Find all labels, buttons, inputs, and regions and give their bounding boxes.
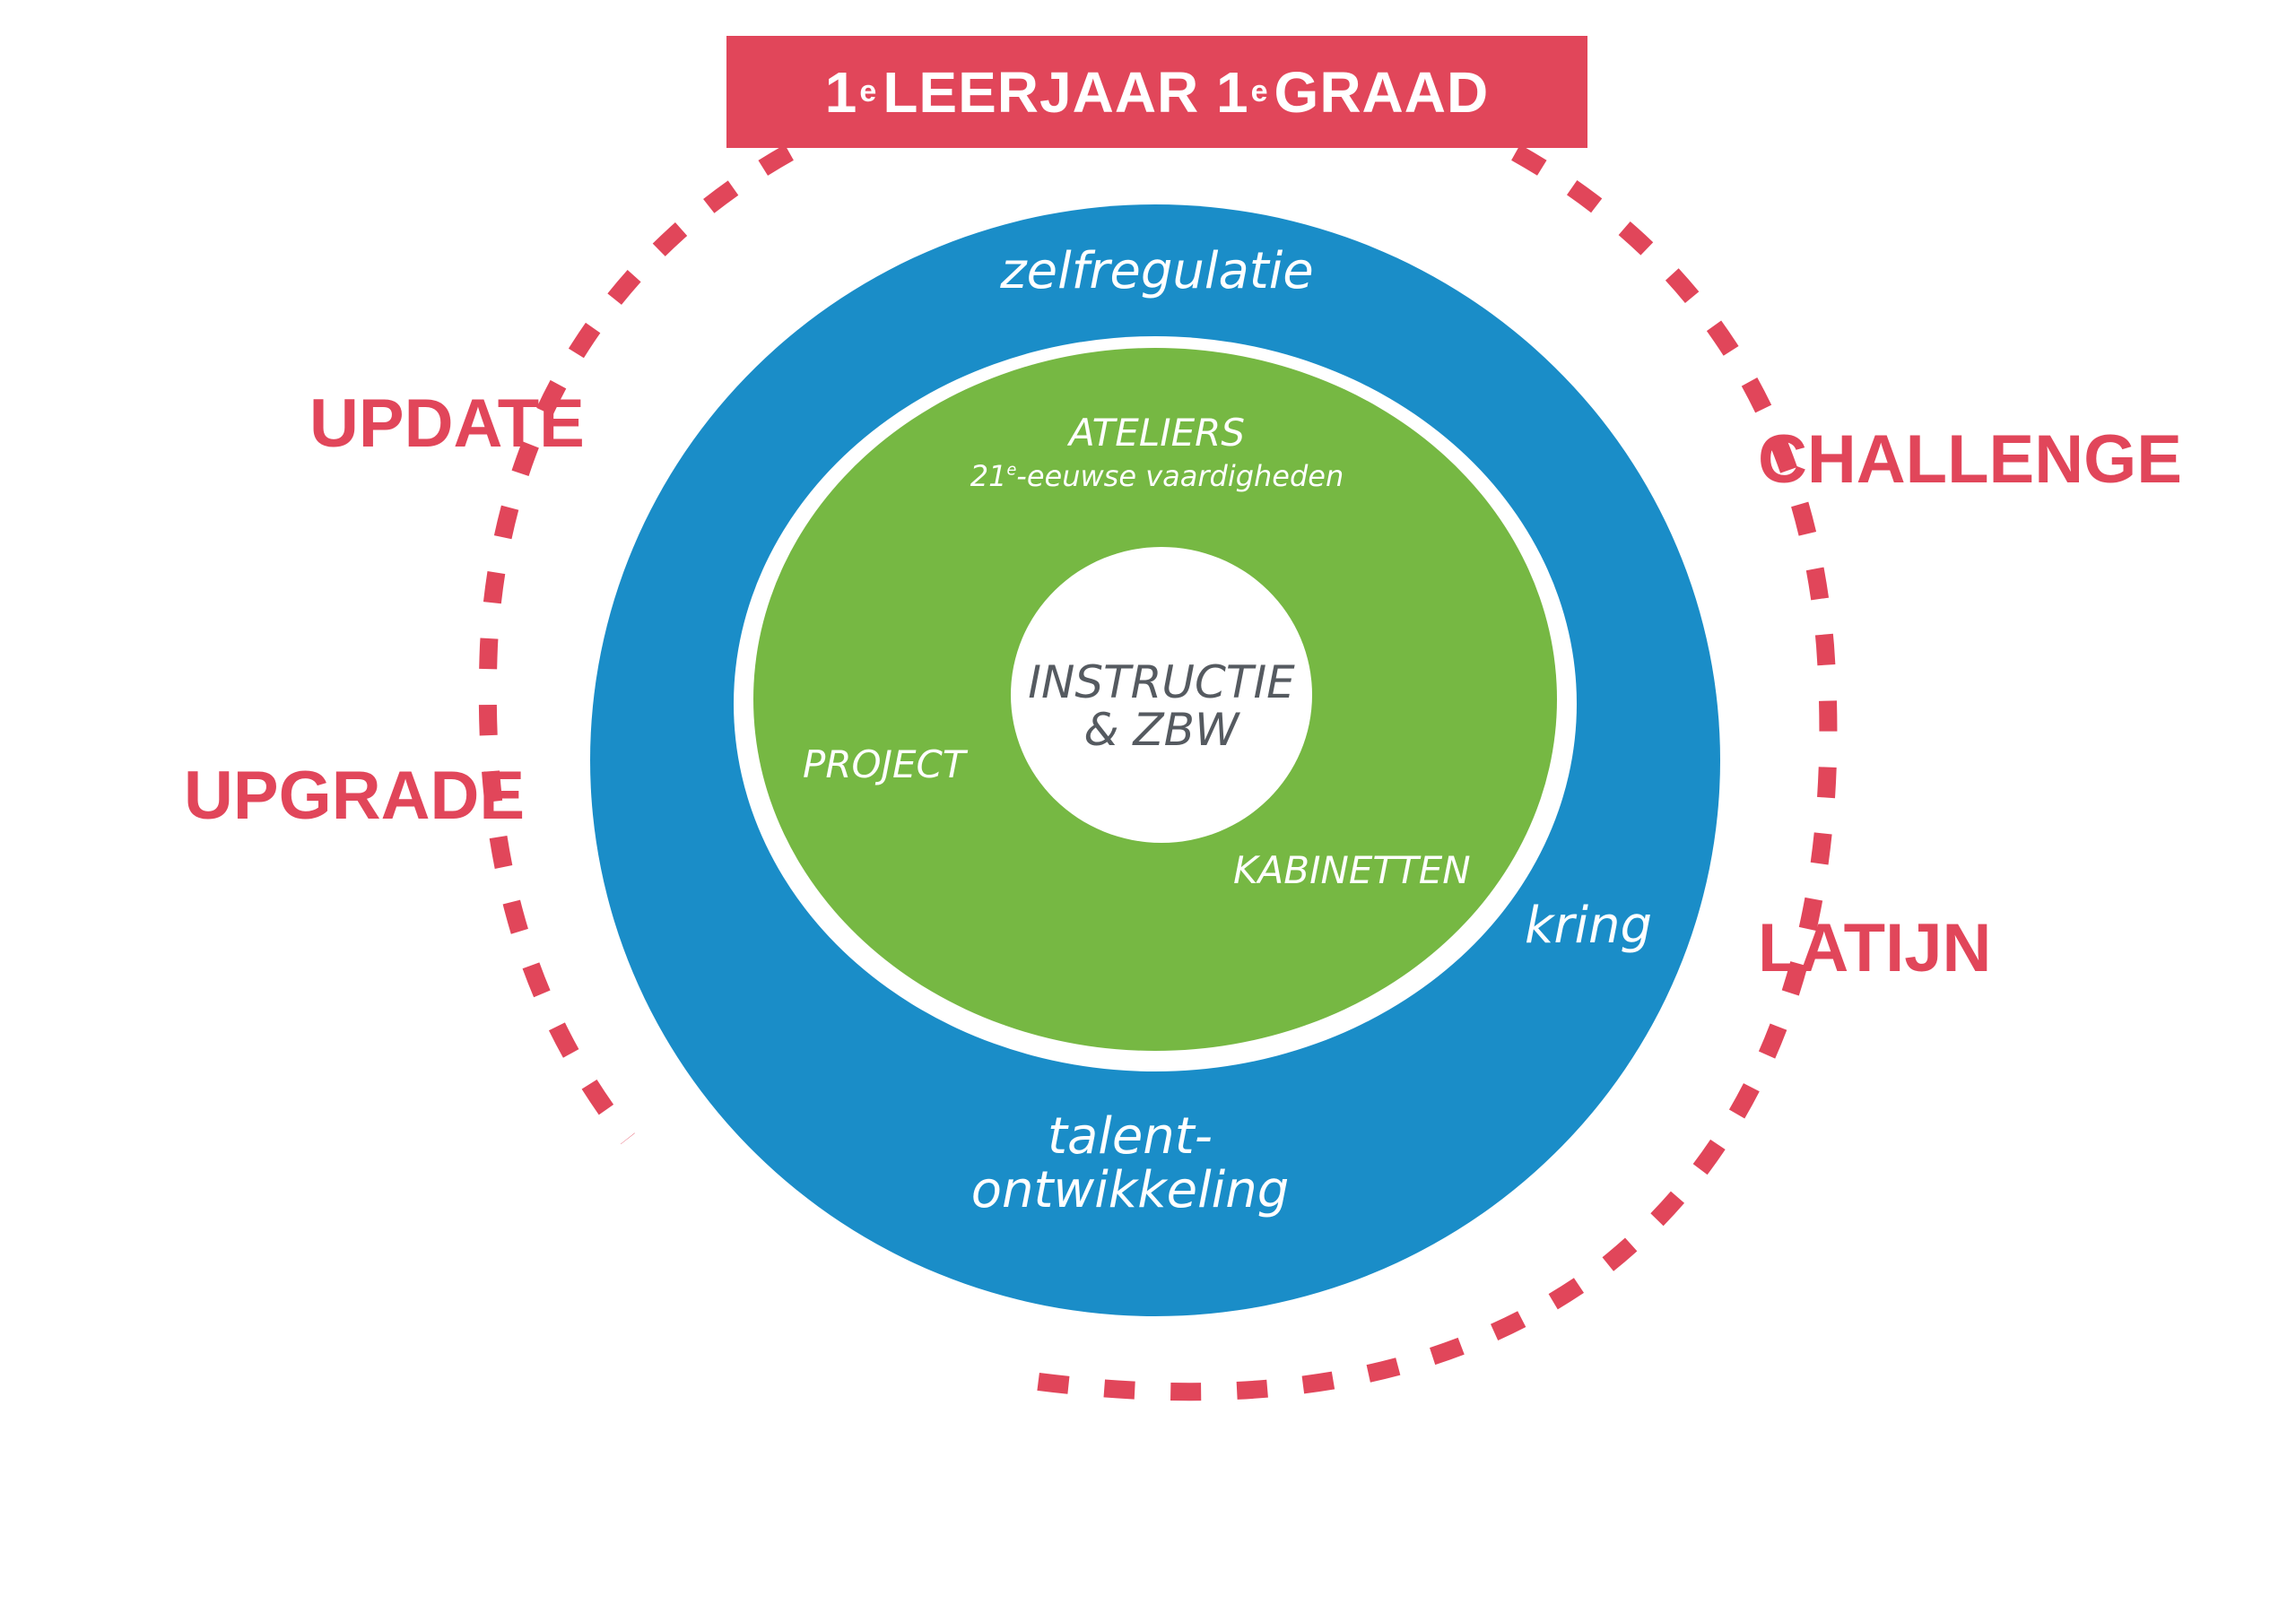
center-line2: & ZBW — [1083, 703, 1239, 756]
header-sup1: e — [859, 74, 878, 108]
label-latijn: LATIJN — [1758, 910, 1992, 986]
label-ontwikkeling: ontwikkeling — [970, 1161, 1290, 1219]
vaardigheden-prefix: 21 — [970, 459, 1007, 493]
label-update: UPDATE — [309, 386, 585, 462]
vaardigheden-sup: e — [1006, 461, 1017, 480]
label-kring: kring — [1525, 897, 1653, 955]
label-ateliers: ATELIERS — [1068, 411, 1246, 455]
label-challenge: CHALLENGE — [1758, 421, 2182, 498]
label-zelfregulatie: zelfregulatie — [1000, 242, 1314, 300]
vaardigheden-rest: -eeuwse vaardigheden — [1016, 459, 1344, 493]
dashed-ring-right — [1030, 144, 1838, 1401]
header-part1: 1 — [824, 59, 858, 125]
label-project: PROJECT — [803, 742, 966, 786]
label-talent: talent- — [1048, 1107, 1213, 1166]
center-label: INSTRUCTIE & ZBW — [1004, 659, 1318, 753]
center-white-circle — [1011, 547, 1312, 843]
header-sup2: e — [1250, 74, 1269, 108]
dashed-ring-left — [478, 144, 794, 1145]
label-vaardigheden: 21e-eeuwse vaardigheden — [933, 462, 1381, 490]
center-line1: INSTRUCTIE — [1028, 656, 1295, 708]
header-part3: GRAAD — [1274, 59, 1490, 125]
label-upgrade: UPGRADE — [184, 758, 526, 834]
header-part2: LEERJAAR 1 — [883, 59, 1249, 125]
label-kabinetten: KABINETTEN — [1233, 848, 1471, 892]
